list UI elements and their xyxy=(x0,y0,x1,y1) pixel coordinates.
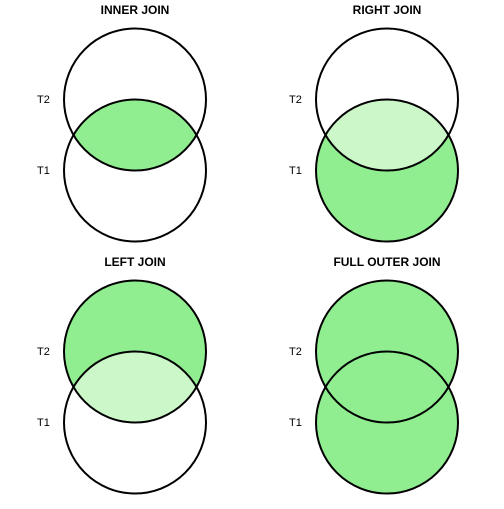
t2-circle-outline xyxy=(315,279,459,424)
t1-circle-outline xyxy=(63,98,207,243)
label-t2: T2 xyxy=(289,94,302,106)
panel-title: RIGHT JOIN xyxy=(353,3,422,17)
label-t1: T1 xyxy=(37,165,50,177)
label-t2: T2 xyxy=(37,346,50,358)
panel-full-outer-join: FULL OUTER JOIN T2 T1 xyxy=(289,255,459,495)
label-t1: T1 xyxy=(289,417,302,429)
panel-inner-join: INNER JOIN T2 T1 xyxy=(37,3,207,243)
label-t1: T1 xyxy=(37,417,50,429)
panel-left-join: LEFT JOIN T2 T1 xyxy=(37,255,207,495)
overlap-region xyxy=(316,99,458,171)
t2-circle-outline xyxy=(63,279,207,424)
label-t2: T2 xyxy=(289,346,302,358)
label-t1: T1 xyxy=(289,165,302,177)
overlap-region xyxy=(316,351,458,423)
t1-circle-outline xyxy=(63,350,207,495)
t1-circle-outline xyxy=(315,350,459,495)
t1-circle-outline xyxy=(315,98,459,243)
panel-title: INNER JOIN xyxy=(101,3,170,17)
overlap-region xyxy=(64,99,206,171)
panel-right-join: RIGHT JOIN T2 T1 xyxy=(289,3,459,243)
label-t2: T2 xyxy=(37,94,50,106)
t2-circle-outline xyxy=(315,27,459,172)
overlap-region xyxy=(64,351,206,423)
panel-title: LEFT JOIN xyxy=(104,255,165,269)
t2-circle-outline xyxy=(63,27,207,172)
panel-title: FULL OUTER JOIN xyxy=(333,255,440,269)
